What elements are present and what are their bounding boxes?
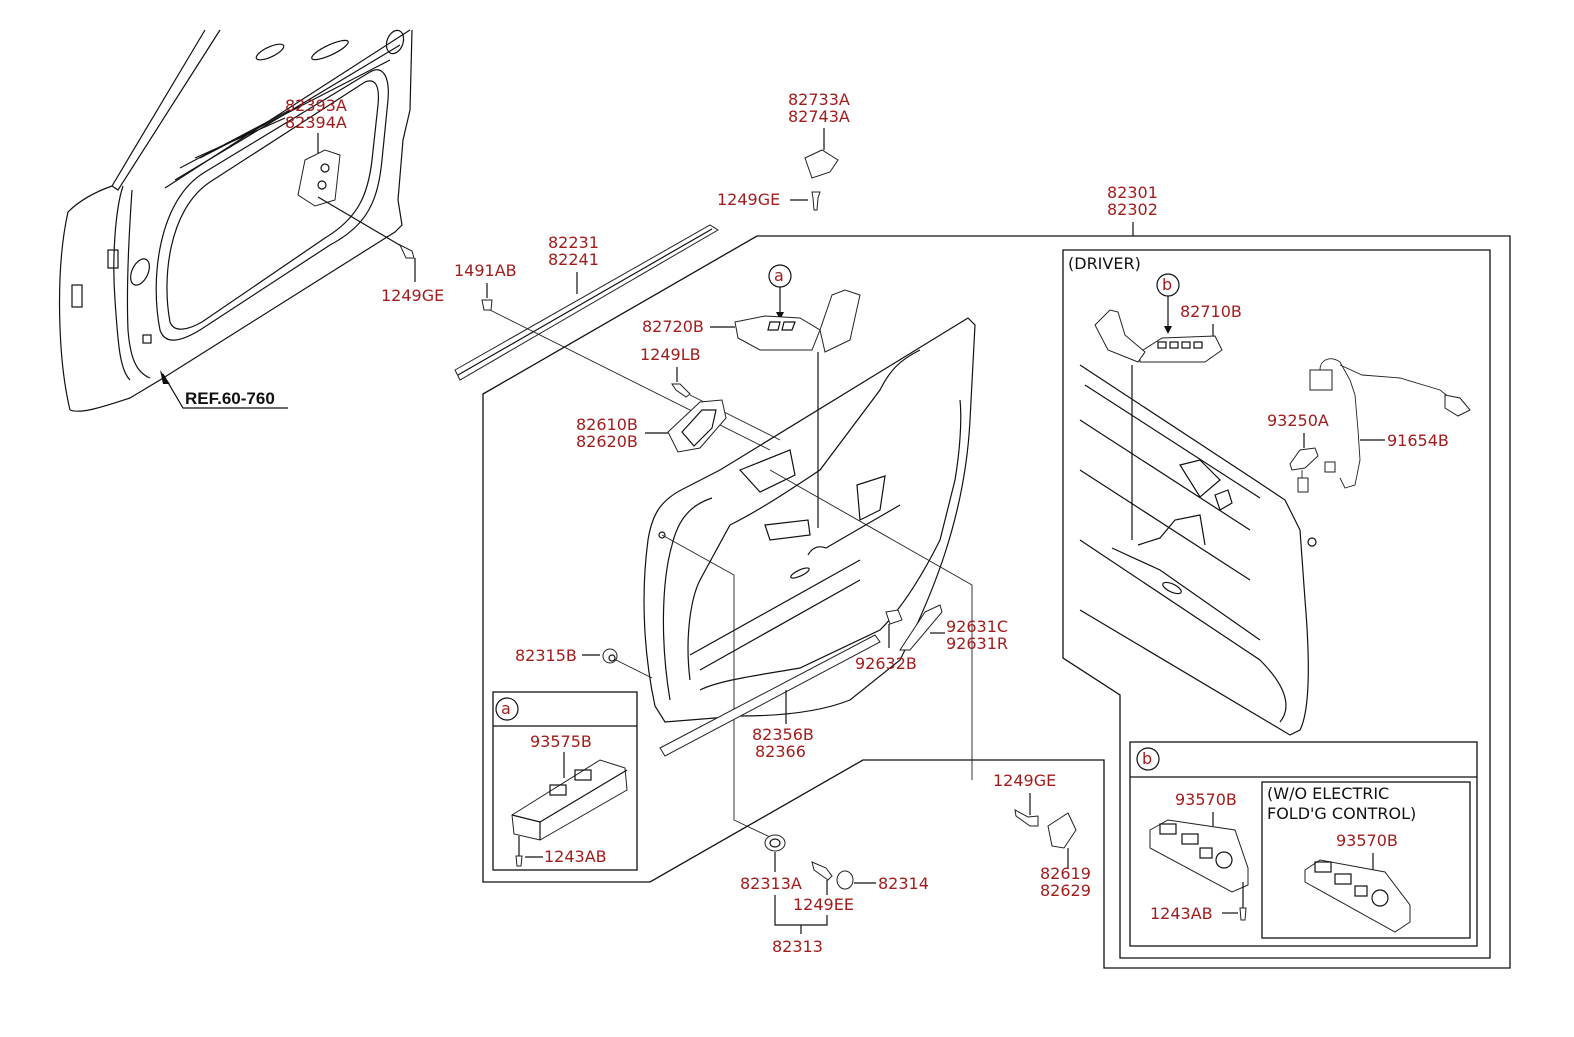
label-82629[interactable]: 82629 xyxy=(1040,881,1091,900)
variant-switch-label[interactable]: 93570B xyxy=(1336,831,1398,850)
label-82733A[interactable]: 82733A xyxy=(788,90,850,109)
door-sill-molding-part xyxy=(659,634,881,757)
label-82394A[interactable]: 82394A xyxy=(285,113,347,132)
label-82720B[interactable]: 82720B xyxy=(642,317,704,336)
grommet-82313A xyxy=(764,834,786,852)
label-82620B[interactable]: 82620B xyxy=(576,432,638,451)
label-82315B[interactable]: 82315B xyxy=(515,646,577,665)
label-91654B[interactable]: 91654B xyxy=(1387,431,1449,450)
screw-part xyxy=(398,243,415,259)
label-82314[interactable]: 82314 xyxy=(878,874,929,893)
label-82356B[interactable]: 82356B xyxy=(752,725,814,744)
detail-a-screw-label[interactable]: 1243AB xyxy=(544,847,607,866)
label-82231[interactable]: 82231 xyxy=(548,233,599,252)
detail-b-switch-label[interactable]: 93570B xyxy=(1175,790,1237,809)
detail-a-box xyxy=(492,691,638,871)
clip-part-92632B xyxy=(885,609,903,625)
variant-title-line1[interactable]: (W/O ELECTRIC xyxy=(1267,784,1389,803)
driver-door-trim-panel xyxy=(1079,364,1317,736)
label-1491AB[interactable]: 1491AB xyxy=(454,261,517,280)
label-82610B[interactable]: 82610B xyxy=(576,415,638,434)
label-82313A[interactable]: 82313A xyxy=(740,874,802,893)
door-bracket-part xyxy=(297,149,341,207)
label-82743A[interactable]: 82743A xyxy=(788,107,850,126)
trim-cover-82619 xyxy=(1047,812,1077,849)
label-82393A[interactable]: 82393A xyxy=(285,96,347,115)
label-82313[interactable]: 82313 xyxy=(772,937,823,956)
detail-a-switch-label[interactable]: 93575B xyxy=(530,732,592,751)
wiring-harness-91654B xyxy=(1309,358,1471,489)
label-1249LB[interactable]: 1249LB xyxy=(640,345,701,364)
variant-title-line2[interactable]: FOLD'G CONTROL) xyxy=(1267,804,1416,823)
label-82301[interactable]: 82301 xyxy=(1107,183,1158,202)
label-82619[interactable]: 82619 xyxy=(1040,864,1091,883)
variant-box xyxy=(1261,781,1471,939)
assembly-boundary xyxy=(482,235,1511,969)
detail-a-callout[interactable]: a xyxy=(501,699,511,718)
callout-b[interactable]: b xyxy=(1162,275,1172,294)
reference-label[interactable]: REF.60-760 xyxy=(185,389,275,408)
cap-82314 xyxy=(836,870,854,890)
inside-handle-part xyxy=(667,399,727,453)
detail-b-screw-label[interactable]: 1243AB xyxy=(1150,904,1213,923)
driver-switch-panel xyxy=(1139,335,1223,363)
callout-a[interactable]: a xyxy=(774,266,784,285)
label-93250A[interactable]: 93250A xyxy=(1267,411,1329,430)
switch-panel-part xyxy=(734,315,821,351)
label-92631R[interactable]: 92631R xyxy=(946,634,1008,653)
label-1249EE[interactable]: 1249EE xyxy=(793,895,854,914)
connector-93250A xyxy=(1297,477,1309,493)
label-1249GE-door[interactable]: 1249GE xyxy=(381,286,444,305)
driver-armrest-handle xyxy=(1094,309,1146,363)
label-82241[interactable]: 82241 xyxy=(548,250,599,269)
driver-box-title[interactable]: (DRIVER) xyxy=(1068,254,1141,273)
armrest-handle-part xyxy=(819,289,861,353)
driver-box xyxy=(1062,249,1491,959)
mirror-switch-93250A xyxy=(1289,447,1319,471)
label-92631C[interactable]: 92631C xyxy=(946,617,1008,636)
label-92632B[interactable]: 92632B xyxy=(855,654,917,673)
label-1249GE-top[interactable]: 1249GE xyxy=(717,190,780,209)
bolt-part xyxy=(671,383,691,398)
label-82302[interactable]: 82302 xyxy=(1107,200,1158,219)
power-window-switch-93575B xyxy=(511,759,628,841)
clip-part xyxy=(481,299,493,311)
door-trim-panel xyxy=(643,317,976,723)
trim-cover-part xyxy=(804,149,839,179)
label-82710B[interactable]: 82710B xyxy=(1180,302,1242,321)
power-window-switch-93570B xyxy=(1149,819,1249,893)
label-82366[interactable]: 82366 xyxy=(755,742,806,761)
screw-1249EE xyxy=(811,861,833,881)
screw-part-top xyxy=(811,191,821,211)
door-inner-panel xyxy=(58,29,415,412)
screw-1249GE-bottom xyxy=(1014,809,1039,827)
bracket-part-92631 xyxy=(899,604,943,651)
label-1249GE-bottom[interactable]: 1249GE xyxy=(993,771,1056,790)
detail-b-box xyxy=(1129,741,1478,947)
detail-b-callout[interactable]: b xyxy=(1142,749,1152,768)
